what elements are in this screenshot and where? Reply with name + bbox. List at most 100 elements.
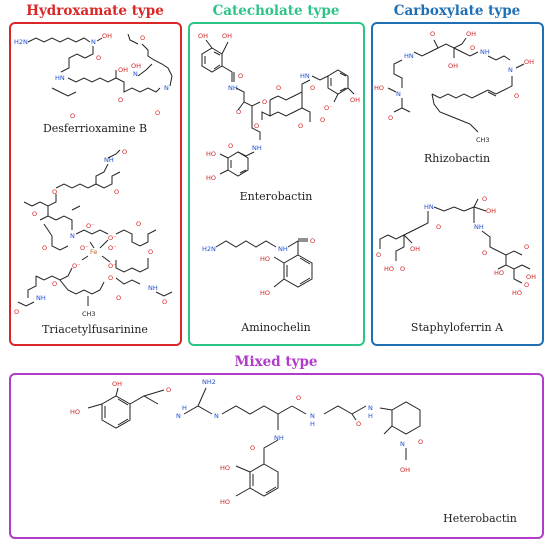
svg-text:O: O — [298, 122, 303, 130]
svg-text:NH: NH — [278, 245, 288, 253]
rhizobactin-label: Rhizobactin — [423, 152, 491, 165]
svg-text:O: O — [52, 188, 57, 196]
svg-text:O: O — [52, 280, 57, 288]
svg-text:O: O — [514, 92, 519, 100]
svg-text:O: O — [524, 243, 529, 251]
svg-text:Fe: Fe — [90, 248, 97, 256]
svg-text:O: O — [166, 386, 171, 394]
svg-text:H: H — [182, 404, 187, 412]
svg-text:OH: OH — [222, 32, 232, 40]
svg-text:O⁻: O⁻ — [108, 262, 117, 270]
svg-text:O: O — [238, 72, 243, 80]
svg-text:O: O — [418, 438, 423, 446]
svg-text:O: O — [320, 116, 325, 124]
enterobactin-structure: OH OH O NH O O O HN O OH O⁻ O O O NH O H… — [198, 32, 360, 182]
svg-text:O: O — [296, 394, 301, 402]
svg-text:HO: HO — [384, 265, 394, 273]
svg-text:O: O — [155, 109, 160, 117]
catecholate-panel — [188, 22, 365, 346]
svg-text:OH: OH — [526, 273, 536, 281]
mixed-title: Mixed type — [234, 354, 318, 370]
svg-text:OH: OH — [524, 58, 534, 66]
svg-text:N: N — [396, 90, 401, 98]
svg-text:HO: HO — [206, 174, 216, 182]
svg-text:H2N: H2N — [14, 38, 28, 46]
svg-text:CH3: CH3 — [82, 310, 96, 318]
svg-text:H2N: H2N — [202, 245, 216, 253]
aminochelin-label: Aminochelin — [241, 321, 311, 334]
svg-text:O: O — [400, 265, 405, 273]
svg-text:HO: HO — [220, 464, 230, 472]
svg-text:OH: OH — [410, 245, 420, 253]
staphyloferrin-a-structure: O HN OH NH O OH HO O O O HO HO O OH O — [376, 195, 536, 297]
svg-text:OH: OH — [486, 207, 496, 215]
svg-text:O: O — [276, 84, 281, 92]
svg-text:H: H — [368, 412, 373, 420]
svg-text:O: O — [310, 84, 315, 92]
svg-text:O: O — [118, 96, 123, 104]
svg-text:O: O — [70, 112, 75, 120]
svg-text:O: O — [376, 251, 381, 259]
svg-text:NH: NH — [36, 294, 46, 302]
svg-text:OH: OH — [466, 30, 476, 38]
svg-text:NH: NH — [252, 144, 262, 152]
svg-text:N: N — [91, 38, 96, 46]
svg-text:OH: OH — [198, 32, 208, 40]
enterobactin-label: Enterobactin — [239, 190, 313, 203]
svg-text:OH: OH — [131, 62, 141, 70]
svg-text:O: O — [32, 210, 37, 218]
aminochelin-structure: H2N NH O HO HO — [202, 237, 315, 297]
svg-text:O⁻: O⁻ — [108, 244, 117, 252]
svg-text:HO: HO — [70, 408, 80, 416]
svg-text:N: N — [310, 412, 315, 420]
svg-text:N: N — [508, 66, 513, 74]
svg-text:HN: HN — [300, 72, 310, 80]
carboxylate-title: Carboxylate type — [393, 3, 521, 19]
svg-text:NH: NH — [148, 284, 158, 292]
svg-text:N: N — [176, 412, 181, 420]
svg-text:HO: HO — [220, 498, 230, 506]
desferrioxamine-b-label: Desferrioxamine B — [42, 122, 148, 135]
svg-text:OH: OH — [350, 96, 360, 104]
svg-text:O: O — [388, 114, 393, 122]
svg-text:N: N — [133, 70, 138, 78]
svg-text:HN: HN — [55, 74, 65, 82]
svg-text:O: O — [254, 122, 259, 130]
svg-text:HO: HO — [206, 150, 216, 158]
svg-text:NH2: NH2 — [202, 378, 216, 386]
svg-text:OH: OH — [118, 66, 128, 74]
svg-text:HO: HO — [512, 289, 522, 297]
mixed-panel — [9, 373, 544, 539]
catecholate-title: Catecholate type — [212, 3, 340, 19]
svg-text:N: N — [368, 404, 373, 412]
hydroxamate-title: Hydroxamate type — [26, 3, 164, 19]
svg-text:O: O — [116, 294, 121, 302]
svg-text:NH: NH — [228, 84, 238, 92]
svg-text:OH: OH — [102, 32, 112, 40]
svg-text:HO: HO — [494, 269, 504, 277]
svg-text:O: O — [470, 44, 475, 52]
svg-text:O: O — [524, 281, 529, 289]
svg-text:O: O — [162, 298, 167, 306]
svg-text:OH: OH — [112, 380, 122, 388]
svg-text:HO: HO — [260, 289, 270, 297]
svg-text:N: N — [400, 440, 405, 448]
hydroxamate-panel — [9, 22, 182, 346]
svg-text:O: O — [96, 54, 101, 62]
triacetylfusarinine-label: Triacetylfusarinine — [42, 323, 148, 336]
svg-text:O: O — [108, 274, 113, 282]
svg-text:O: O — [482, 195, 487, 203]
desferrioxamine-b-structure: H2N N OH O HN OH O N N OH O O O — [14, 32, 173, 120]
carboxylate-panel — [371, 22, 544, 346]
svg-text:NH: NH — [104, 156, 114, 164]
svg-text:O: O — [136, 220, 141, 228]
svg-text:OH: OH — [448, 62, 458, 70]
svg-text:O: O — [114, 188, 119, 196]
svg-text:O⁻: O⁻ — [86, 222, 95, 230]
svg-text:NH: NH — [480, 48, 490, 56]
svg-text:O: O — [430, 30, 435, 38]
heterobactin-structure: OH HO O H N NH2 N NH O N H O N H O N OH … — [70, 378, 423, 506]
svg-text:O: O — [310, 237, 315, 245]
heterobactin-label: Heterobactin — [443, 512, 517, 525]
svg-text:NH: NH — [274, 434, 284, 442]
